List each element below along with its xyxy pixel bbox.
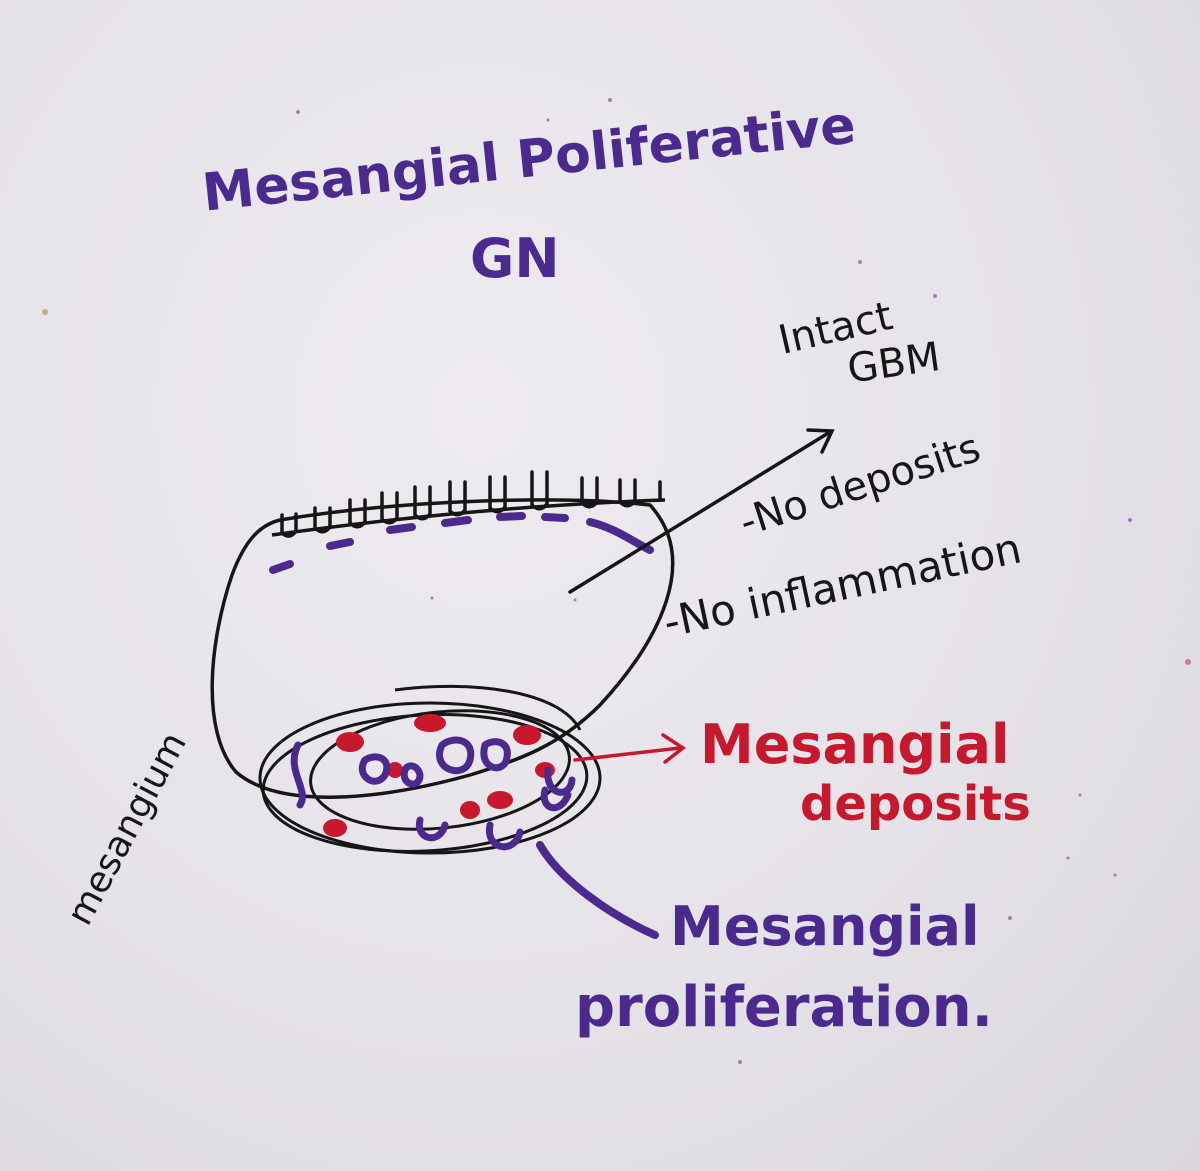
capillary-loop-outline [210, 498, 675, 799]
label-mesangial-deposits-1: Mesangial [700, 713, 1010, 776]
label-mesangial-proliferation-1: Mesangial [670, 895, 980, 958]
label-mesangial-deposits-2: deposits [800, 776, 1031, 832]
gbm-arrow [568, 428, 835, 594]
mesangial-cells-marks [290, 736, 576, 851]
proliferation-leader-line [536, 841, 659, 939]
deposits-arrow [573, 733, 687, 764]
ink-specks [42, 98, 1191, 1064]
title-line-2: GN [470, 227, 560, 290]
podocyte-foot-processes [280, 470, 662, 538]
label-gbm: GBM [844, 334, 944, 393]
label-mesangial-proliferation-2: proliferation. [575, 975, 993, 1040]
